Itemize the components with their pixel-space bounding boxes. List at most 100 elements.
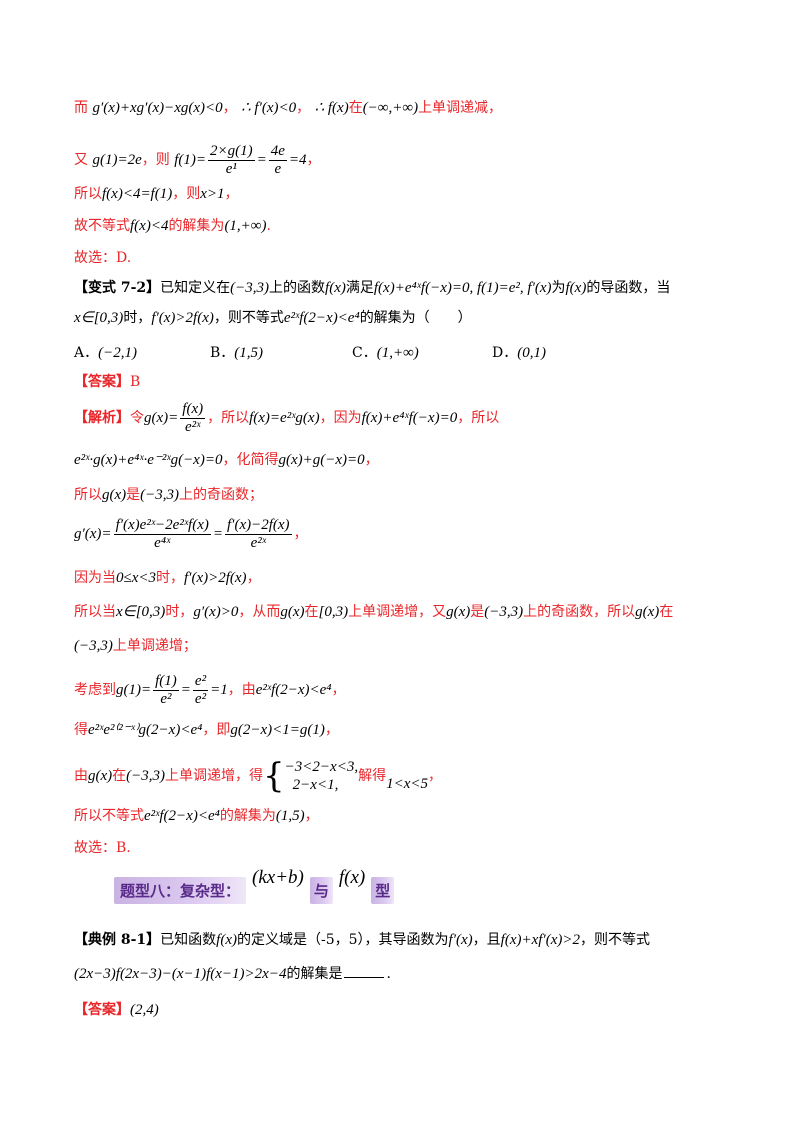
solution-7-2-line-1: 【解析】令g(x)=f(x)e²ˣ，所以f(x)=e²ˣg(x)，因为f(x)+… bbox=[74, 398, 499, 438]
answer-8-1: 【答案】(2,4) bbox=[74, 1000, 159, 1020]
option-label: A． bbox=[74, 345, 99, 361]
option-b[interactable]: B．(1,5) bbox=[210, 342, 263, 362]
text: ，所以 bbox=[457, 410, 500, 426]
section-title: 与 bbox=[309, 876, 333, 904]
answer-value: (2,4) bbox=[130, 1002, 159, 1018]
numerator: f′(x)−2f(x) bbox=[225, 516, 292, 535]
formula: g(x) bbox=[280, 604, 305, 620]
formula: (kx+b) bbox=[252, 867, 304, 888]
text: 故选：D. bbox=[74, 250, 132, 266]
answer-value: B bbox=[130, 374, 141, 390]
text: 上单调递减， bbox=[418, 100, 503, 116]
text: 满足 bbox=[345, 280, 374, 296]
text: ， bbox=[364, 452, 379, 468]
text: ， bbox=[304, 808, 319, 824]
text: ， bbox=[293, 526, 308, 542]
formula: = bbox=[212, 526, 223, 542]
inequality-system: −3<2−x<3,2−x<1, bbox=[285, 758, 358, 794]
solution-7-2-line-4: g′(x)=f′(x)e²ˣ−2e²ˣf(x)e⁴ˣ=f′(x)−2f(x)e²… bbox=[74, 514, 308, 554]
denominator: e¹ bbox=[225, 160, 237, 177]
text: . bbox=[386, 966, 391, 982]
formula: x>1 bbox=[200, 186, 225, 202]
formula: (2x−3)f(2x−3)−(x−1)f(x−1)>2x−4 bbox=[74, 966, 287, 982]
problem-7-2-line-1: 【变式 7-2】已知定义在(−3,3)上的函数f(x)满足f(x)+e⁴ˣf(−… bbox=[74, 278, 670, 298]
formula: f(x)+xf′(x)>2 bbox=[500, 932, 580, 948]
option-value: (−2,1) bbox=[98, 345, 137, 361]
text: ，则 bbox=[141, 152, 170, 168]
formula: = bbox=[256, 152, 267, 168]
formula: ∴ f′(x)<0 bbox=[241, 100, 297, 116]
formula: f′(x) bbox=[448, 932, 473, 948]
fraction: f′(x)−2f(x)e²ˣ bbox=[225, 517, 292, 552]
numerator: 2×g(1) bbox=[207, 142, 255, 161]
analysis-tag: 【解析】 bbox=[74, 410, 130, 426]
problem-tag: 【变式 7-2】 bbox=[74, 280, 161, 296]
numerator: 4e bbox=[268, 142, 287, 161]
text: 的解集为 bbox=[168, 218, 225, 234]
denominator: e²ˣ bbox=[185, 418, 201, 435]
numerator: f′(x)e²ˣ−2e²ˣf(x) bbox=[113, 516, 211, 535]
formula: f(x) bbox=[216, 932, 237, 948]
formula: f(x) bbox=[338, 867, 366, 888]
text: . bbox=[266, 218, 271, 234]
text: 而 bbox=[74, 100, 88, 116]
text: 在 bbox=[304, 604, 319, 620]
text: 已知定义在 bbox=[160, 280, 231, 296]
formula: e²ˣf(2−x)<e⁴ bbox=[144, 808, 220, 824]
option-d[interactable]: D．(0,1) bbox=[492, 342, 546, 362]
formula: f(x)+e⁴ˣf(−x)=0 bbox=[361, 410, 458, 426]
text: 上的函数 bbox=[269, 280, 326, 296]
option-a[interactable]: A．(−2,1) bbox=[74, 342, 137, 362]
option-c[interactable]: C．(1,+∞) bbox=[352, 342, 419, 362]
formula: f(x) bbox=[325, 280, 346, 296]
formula: g(1)=2e bbox=[92, 152, 142, 168]
formula: g(x) bbox=[635, 604, 660, 620]
formula: e²ˣf(2−x)<e⁴ bbox=[255, 682, 332, 698]
fraction: f′(x)e²ˣ−2e²ˣf(x)e⁴ˣ bbox=[113, 516, 211, 552]
text: 时， bbox=[123, 310, 152, 326]
formula: f′(x)>2f(x) bbox=[184, 570, 247, 586]
solution-7-2-line-12: 故选：B. bbox=[74, 838, 131, 858]
problem-7-2-line-2: x∈[0,3)时，f′(x)>2f(x)，则不等式e²ˣf(2−x)<e⁴的解集… bbox=[74, 308, 472, 328]
text: 又 bbox=[74, 152, 88, 168]
formula: g(x) bbox=[88, 768, 113, 784]
text: 上的奇函数； bbox=[179, 487, 264, 503]
solution-line-1: 而 g′(x)+xg′(x)−xg(x)<0， ∴ f′(x)<0， ∴ f(x… bbox=[74, 98, 502, 118]
formula: g(x) bbox=[446, 604, 471, 620]
formula: =4 bbox=[288, 152, 307, 168]
option-label: C． bbox=[352, 345, 377, 361]
solution-7-2-line-6: 所以当x∈[0,3)时，g′(x)>0，从而g(x)在[0,3)上单调递增，又g… bbox=[74, 602, 673, 622]
formula: e²ˣe²⁽²⁻ˣ⁾g(2−x)<e⁴ bbox=[88, 722, 203, 738]
text: ， bbox=[331, 682, 346, 698]
answer-blank[interactable] bbox=[344, 977, 385, 978]
denominator: e⁴ˣ bbox=[154, 534, 171, 551]
solution-7-2-line-2: e²ˣ·g(x)+e⁴ˣ·e⁻²ˣg(−x)=0，化简得g(x)+g(−x)=0… bbox=[74, 450, 379, 470]
option-value: (1,+∞) bbox=[376, 345, 419, 361]
solution-7-2-line-11: 所以不等式e²ˣf(2−x)<e⁴的解集为(1,5)， bbox=[74, 806, 319, 826]
text: 是 bbox=[126, 487, 141, 503]
section-title: 题型八：复杂型： bbox=[114, 876, 247, 904]
solution-7-2-line-5: 因为当0≤x<3时，f′(x)>2f(x)， bbox=[74, 568, 261, 588]
text: 已知函数 bbox=[160, 932, 217, 948]
text: ，从而 bbox=[238, 604, 281, 620]
text: 时， bbox=[156, 570, 185, 586]
formula: (−3,3) bbox=[230, 280, 270, 296]
solution-line-3: 所以f(x)<4=f(1)，则x>1， bbox=[74, 184, 239, 204]
text: ，则 bbox=[172, 186, 201, 202]
text: 故不等式 bbox=[74, 218, 130, 234]
formula: f(1)= bbox=[174, 152, 206, 168]
formula: g(x)= bbox=[144, 410, 179, 426]
formula: e²ˣ·g(x)+e⁴ˣ·e⁻²ˣg(−x)=0 bbox=[74, 452, 223, 468]
text: 的定义域是（-5，5），其导函数为 bbox=[237, 932, 449, 948]
text: 时， bbox=[165, 604, 194, 620]
text: 由 bbox=[74, 768, 88, 784]
problem-8-1-line-1: 【典例 8-1】已知函数f(x)的定义域是（-5，5），其导函数为f′(x)，且… bbox=[74, 930, 650, 950]
formula: g′(x)+xg′(x)−xg(x)<0 bbox=[92, 100, 223, 116]
text: 上单调递增； bbox=[112, 638, 197, 654]
text: ，因为 bbox=[319, 410, 362, 426]
formula: g(x) bbox=[102, 487, 127, 503]
numerator: f(1) bbox=[153, 672, 179, 691]
text: 上单调递增，得 bbox=[165, 768, 264, 784]
text: 令 bbox=[130, 410, 144, 426]
